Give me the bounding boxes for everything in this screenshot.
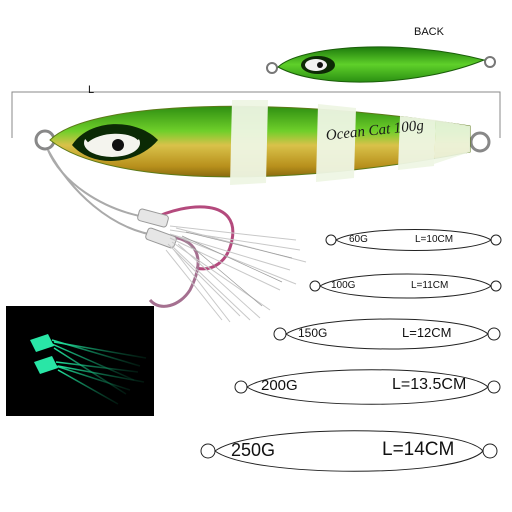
size-outline-100g (309, 273, 502, 299)
size-outline-60g (325, 229, 502, 251)
main-lure (34, 100, 491, 185)
size-length-250g: L=14CM (382, 439, 455, 460)
size-length-150g: L=12CM (402, 325, 452, 340)
size-length-60g: L=10CM (415, 234, 454, 245)
length-label: L (88, 84, 95, 96)
size-outline-150g (273, 318, 501, 350)
size-outlines (200, 229, 502, 472)
size-length-100g: L=11CM (411, 280, 449, 291)
size-weight-200g: 200G (261, 377, 298, 394)
size-weight-60g: 60G (349, 234, 368, 245)
glow-in-dark-photo (6, 306, 154, 416)
size-outline-200g (234, 369, 501, 405)
size-weight-250g: 250G (231, 440, 276, 460)
back-view-label: BACK (414, 26, 444, 38)
back-view-lure (266, 46, 496, 83)
assist-hooks (47, 149, 307, 323)
size-length-200g: L=13.5CM (392, 376, 467, 393)
length-dimension-line (11, 91, 501, 138)
size-weight-100g: 100G (331, 280, 356, 291)
size-outline-250g (200, 430, 498, 472)
size-weight-150g: 150G (298, 326, 328, 340)
